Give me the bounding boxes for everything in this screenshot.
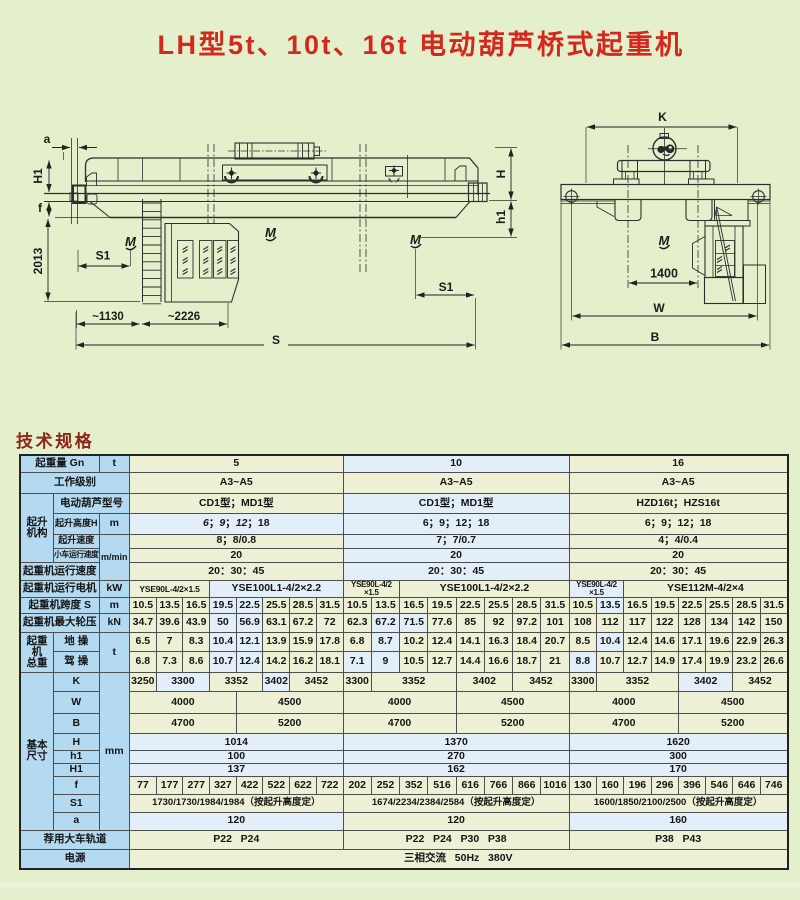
svg-text:H1: H1 [31, 168, 45, 184]
svg-text:M: M [410, 232, 422, 247]
svg-text:S: S [272, 333, 280, 347]
svg-text:M: M [125, 234, 137, 249]
svg-text:K: K [658, 110, 667, 124]
svg-text:H: H [494, 170, 508, 179]
svg-text:M: M [659, 233, 671, 248]
svg-text:~1130: ~1130 [92, 311, 124, 323]
svg-text:f: f [38, 201, 43, 215]
svg-text:a: a [44, 132, 51, 146]
svg-text:W: W [653, 301, 665, 315]
svg-text:S1: S1 [439, 280, 454, 294]
svg-text:~2226: ~2226 [168, 311, 200, 323]
svg-text:B: B [651, 330, 660, 344]
svg-text:M: M [265, 225, 277, 240]
svg-text:2013: 2013 [31, 247, 45, 274]
svg-text:1400: 1400 [650, 267, 678, 281]
svg-text:h1: h1 [494, 210, 508, 224]
svg-text:S1: S1 [96, 249, 111, 263]
